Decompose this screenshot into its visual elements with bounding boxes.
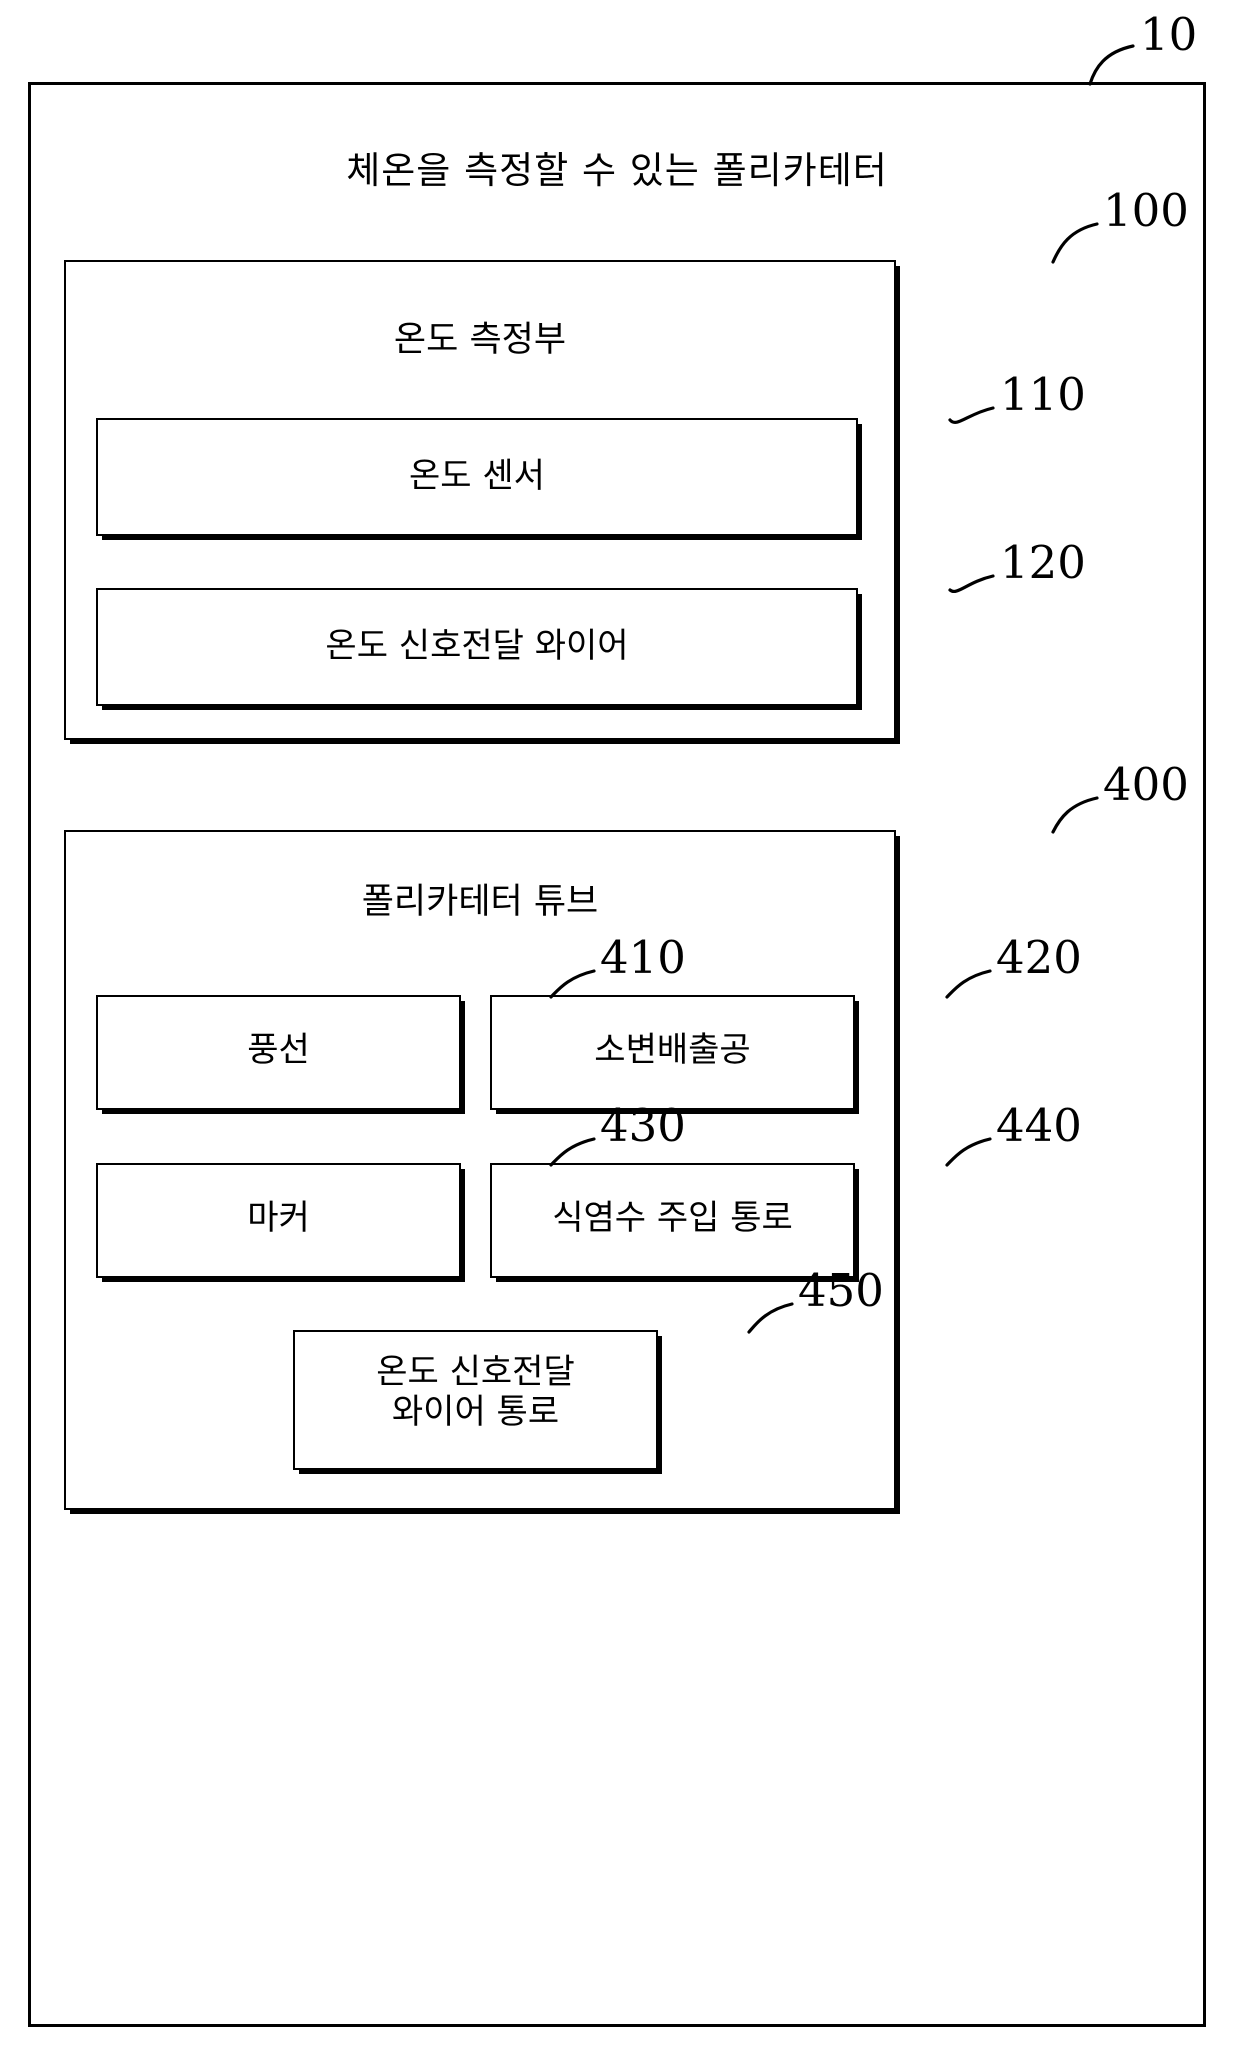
reference-numeral-450: 450 <box>798 1264 884 1317</box>
reference-numeral-120: 120 <box>1000 536 1086 589</box>
block-110-label: 온도 센서 <box>409 456 545 496</box>
block-400-label: 폴리카테터 튜브 <box>361 882 599 922</box>
block-420-urine-drainage-hole: 소변배출공 <box>490 995 855 1110</box>
reference-numeral-110: 110 <box>1000 368 1086 421</box>
block-430-marker: 마커 <box>96 1163 461 1278</box>
reference-numeral-440: 440 <box>996 1099 1082 1152</box>
reference-numeral-420: 420 <box>996 931 1082 984</box>
block-440-saline-injection-channel: 식염수 주입 통로 <box>490 1163 855 1278</box>
figure-title: 체온을 측정할 수 있는 폴리카테터 <box>346 149 888 192</box>
block-110-temperature-sensor: 온도 센서 <box>96 418 858 536</box>
reference-numeral-100: 100 <box>1103 184 1189 237</box>
reference-numeral-10: 10 <box>1140 8 1198 61</box>
block-100-label: 온도 측정부 <box>393 320 567 360</box>
block-430-label: 마커 <box>247 1198 310 1238</box>
block-450-temperature-signal-wire-channel: 온도 신호전달 와이어 통로 <box>293 1330 658 1470</box>
block-120-temperature-signal-wire: 온도 신호전달 와이어 <box>96 588 858 706</box>
leader-line-10 <box>1088 44 1135 86</box>
block-410-label: 풍선 <box>247 1030 310 1070</box>
reference-numeral-400: 400 <box>1103 758 1189 811</box>
block-440-label: 식염수 주입 통로 <box>552 1198 793 1238</box>
block-450-label: 온도 신호전달 와이어 통로 <box>376 1352 575 1433</box>
block-120-label: 온도 신호전달 와이어 <box>325 626 629 666</box>
block-410-balloon: 풍선 <box>96 995 461 1110</box>
reference-numeral-410: 410 <box>600 931 686 984</box>
block-420-label: 소변배출공 <box>594 1030 751 1070</box>
reference-numeral-430: 430 <box>600 1099 686 1152</box>
